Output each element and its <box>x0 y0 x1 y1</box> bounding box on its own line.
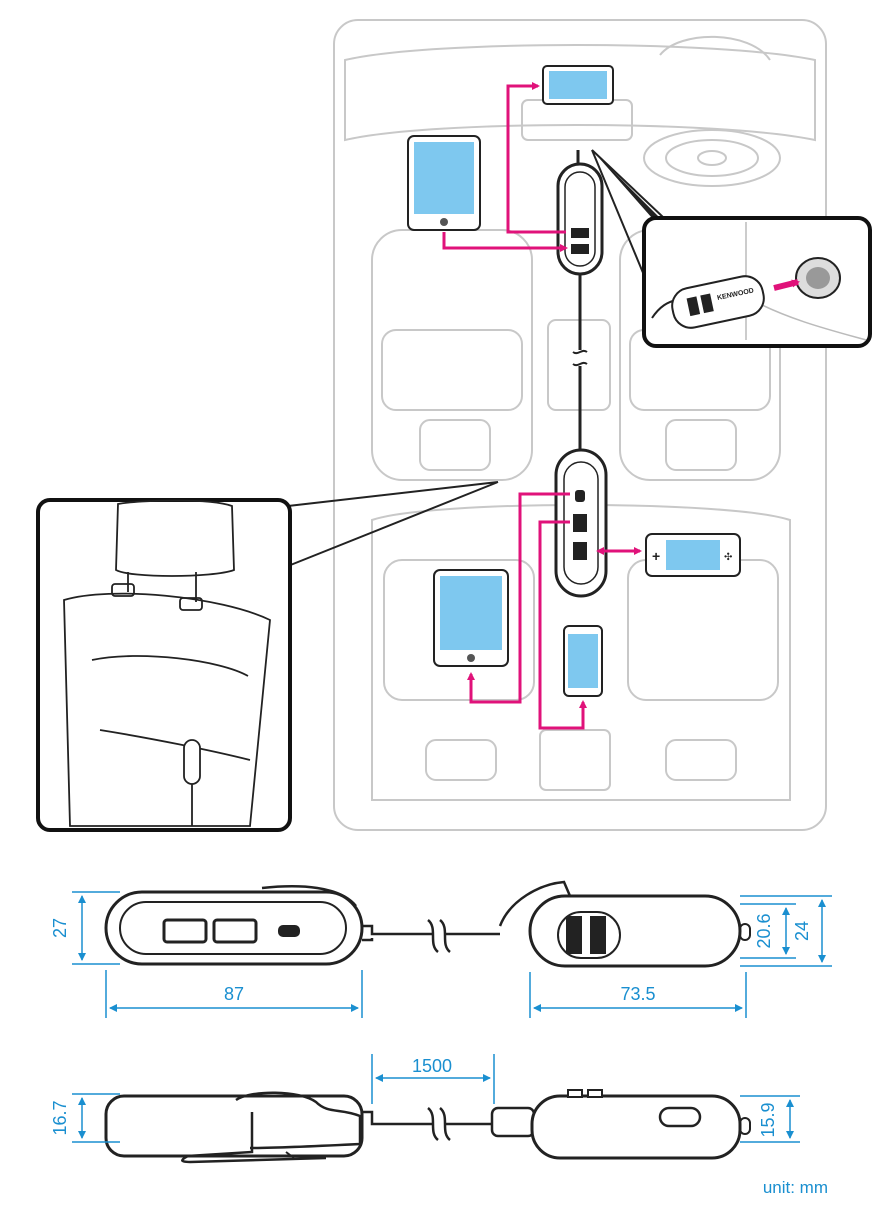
tablet-icon <box>407 135 481 231</box>
dim-charger-thickness: 15.9 <box>758 1102 778 1137</box>
charger-side-view <box>490 1089 751 1160</box>
dim-hub-height: 27 <box>50 918 70 938</box>
usb-hub-rear <box>554 448 608 598</box>
dim-charger-height-inner: 20.6 <box>754 913 774 948</box>
cable <box>572 274 588 452</box>
smartphone-icon <box>563 625 603 697</box>
unit-label: unit: mm <box>762 1178 828 1197</box>
dimension-lines-2 <box>72 1054 800 1143</box>
hub-side-view <box>104 1091 364 1164</box>
car-navigation-icon <box>542 65 614 105</box>
callout-left <box>36 481 499 832</box>
svg-text:+: + <box>652 548 660 564</box>
dim-hub-width: 87 <box>224 984 244 1004</box>
dimension-lines-1 <box>72 891 832 1018</box>
callout-right: KENWOOD <box>591 149 872 348</box>
hub-front-view <box>104 885 364 966</box>
car-charger-front <box>556 150 604 276</box>
cable-side-1 <box>362 919 500 953</box>
cable-side-2 <box>362 1107 494 1141</box>
dim-cable-length: 1500 <box>412 1056 452 1076</box>
dim-charger-width: 73.5 <box>620 984 655 1004</box>
dim-charger-height-outer: 24 <box>792 921 812 941</box>
connection-lines <box>442 82 642 730</box>
dim-hub-thickness: 16.7 <box>50 1100 70 1135</box>
svg-text:✣: ✣ <box>724 552 732 563</box>
charger-front-view <box>498 880 751 968</box>
tablet-icon <box>433 569 509 667</box>
handheld-game-icon: + ✣ <box>645 533 741 577</box>
